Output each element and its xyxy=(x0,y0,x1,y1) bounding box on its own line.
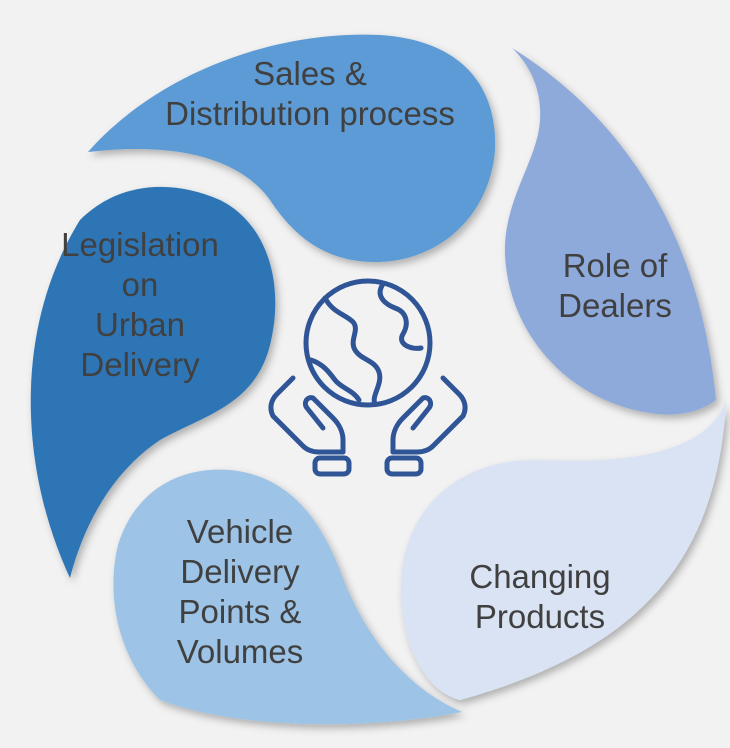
petal-legislation-line: Delivery xyxy=(80,346,200,383)
petal-legislation-line: Urban xyxy=(95,306,185,343)
petal-products xyxy=(400,400,726,700)
petal-vehicle-label: Vehicle Delivery Points & Volumes xyxy=(150,512,330,672)
petal-sales-line: Sales & xyxy=(253,55,367,92)
petal-legislation-line: Legislation xyxy=(61,226,219,263)
petal-products-label: Changing Products xyxy=(440,557,640,637)
petal-vehicle-line: Delivery xyxy=(180,553,300,590)
petal-vehicle xyxy=(113,469,462,725)
petal-dealers-label: Role of Dealers xyxy=(530,246,700,326)
petal-sales xyxy=(88,34,496,262)
petal-legislation-label: Legislation on Urban Delivery xyxy=(40,225,240,385)
petal-products-line: Changing xyxy=(469,558,611,595)
petal-sales-label: Sales & Distribution process xyxy=(120,54,500,134)
petal-vehicle-line: Vehicle xyxy=(186,513,294,550)
globe-in-hands-icon xyxy=(268,278,468,477)
petal-legislation-line: on xyxy=(121,266,159,303)
petal-dealers-line: Role of xyxy=(562,247,668,284)
petal-vehicle-line: Volumes xyxy=(176,633,304,670)
petal-legislation xyxy=(30,186,276,578)
petal-sales-line: Distribution process xyxy=(165,95,455,132)
petal-dealers xyxy=(504,48,716,415)
petal-vehicle-line: Points & xyxy=(178,593,302,630)
petal-products-line: Products xyxy=(474,598,606,635)
petal-dealers-line: Dealers xyxy=(558,287,672,324)
